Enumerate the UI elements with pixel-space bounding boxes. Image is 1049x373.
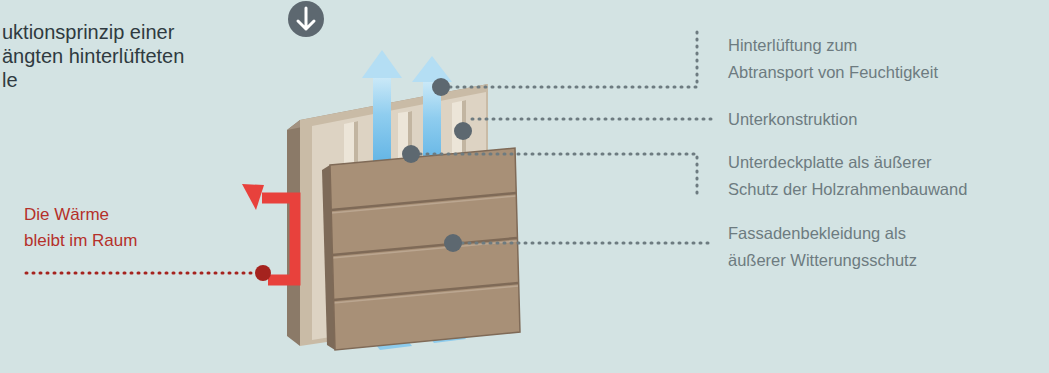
text-holder: Fassadenbekleidung als äußerer Witterung… bbox=[728, 220, 917, 274]
text-holder: Hinterlüftung zum Abtransport von Feucht… bbox=[728, 32, 938, 86]
facade-cladding bbox=[322, 148, 520, 350]
text-holder: Die Wärme bleibt im Raum bbox=[24, 202, 137, 254]
leader-lines bbox=[420, 28, 712, 243]
down-arrow-icon bbox=[288, 1, 324, 37]
callout-label: Unterdeckplatte als äußerer Schutz der H… bbox=[728, 149, 967, 203]
callout-label: Hinterlüftung zum Abtransport von Feucht… bbox=[728, 32, 938, 86]
text-holder: Unterdeckplatte als äußerer Schutz der H… bbox=[728, 149, 967, 203]
callout-label: Fassadenbekleidung als äußerer Witterung… bbox=[728, 220, 917, 274]
text-holder: uktionsprinzip einer ängten hinterlüftet… bbox=[2, 20, 184, 92]
text-holder: Unterkonstruktion bbox=[728, 106, 857, 133]
callout-dots bbox=[402, 78, 472, 252]
callout-label: Unterkonstruktion bbox=[728, 106, 857, 133]
diagram-title: uktionsprinzip einer ängten hinterlüftet… bbox=[2, 20, 184, 92]
heat-label: Die Wärme bleibt im Raum bbox=[24, 202, 137, 254]
